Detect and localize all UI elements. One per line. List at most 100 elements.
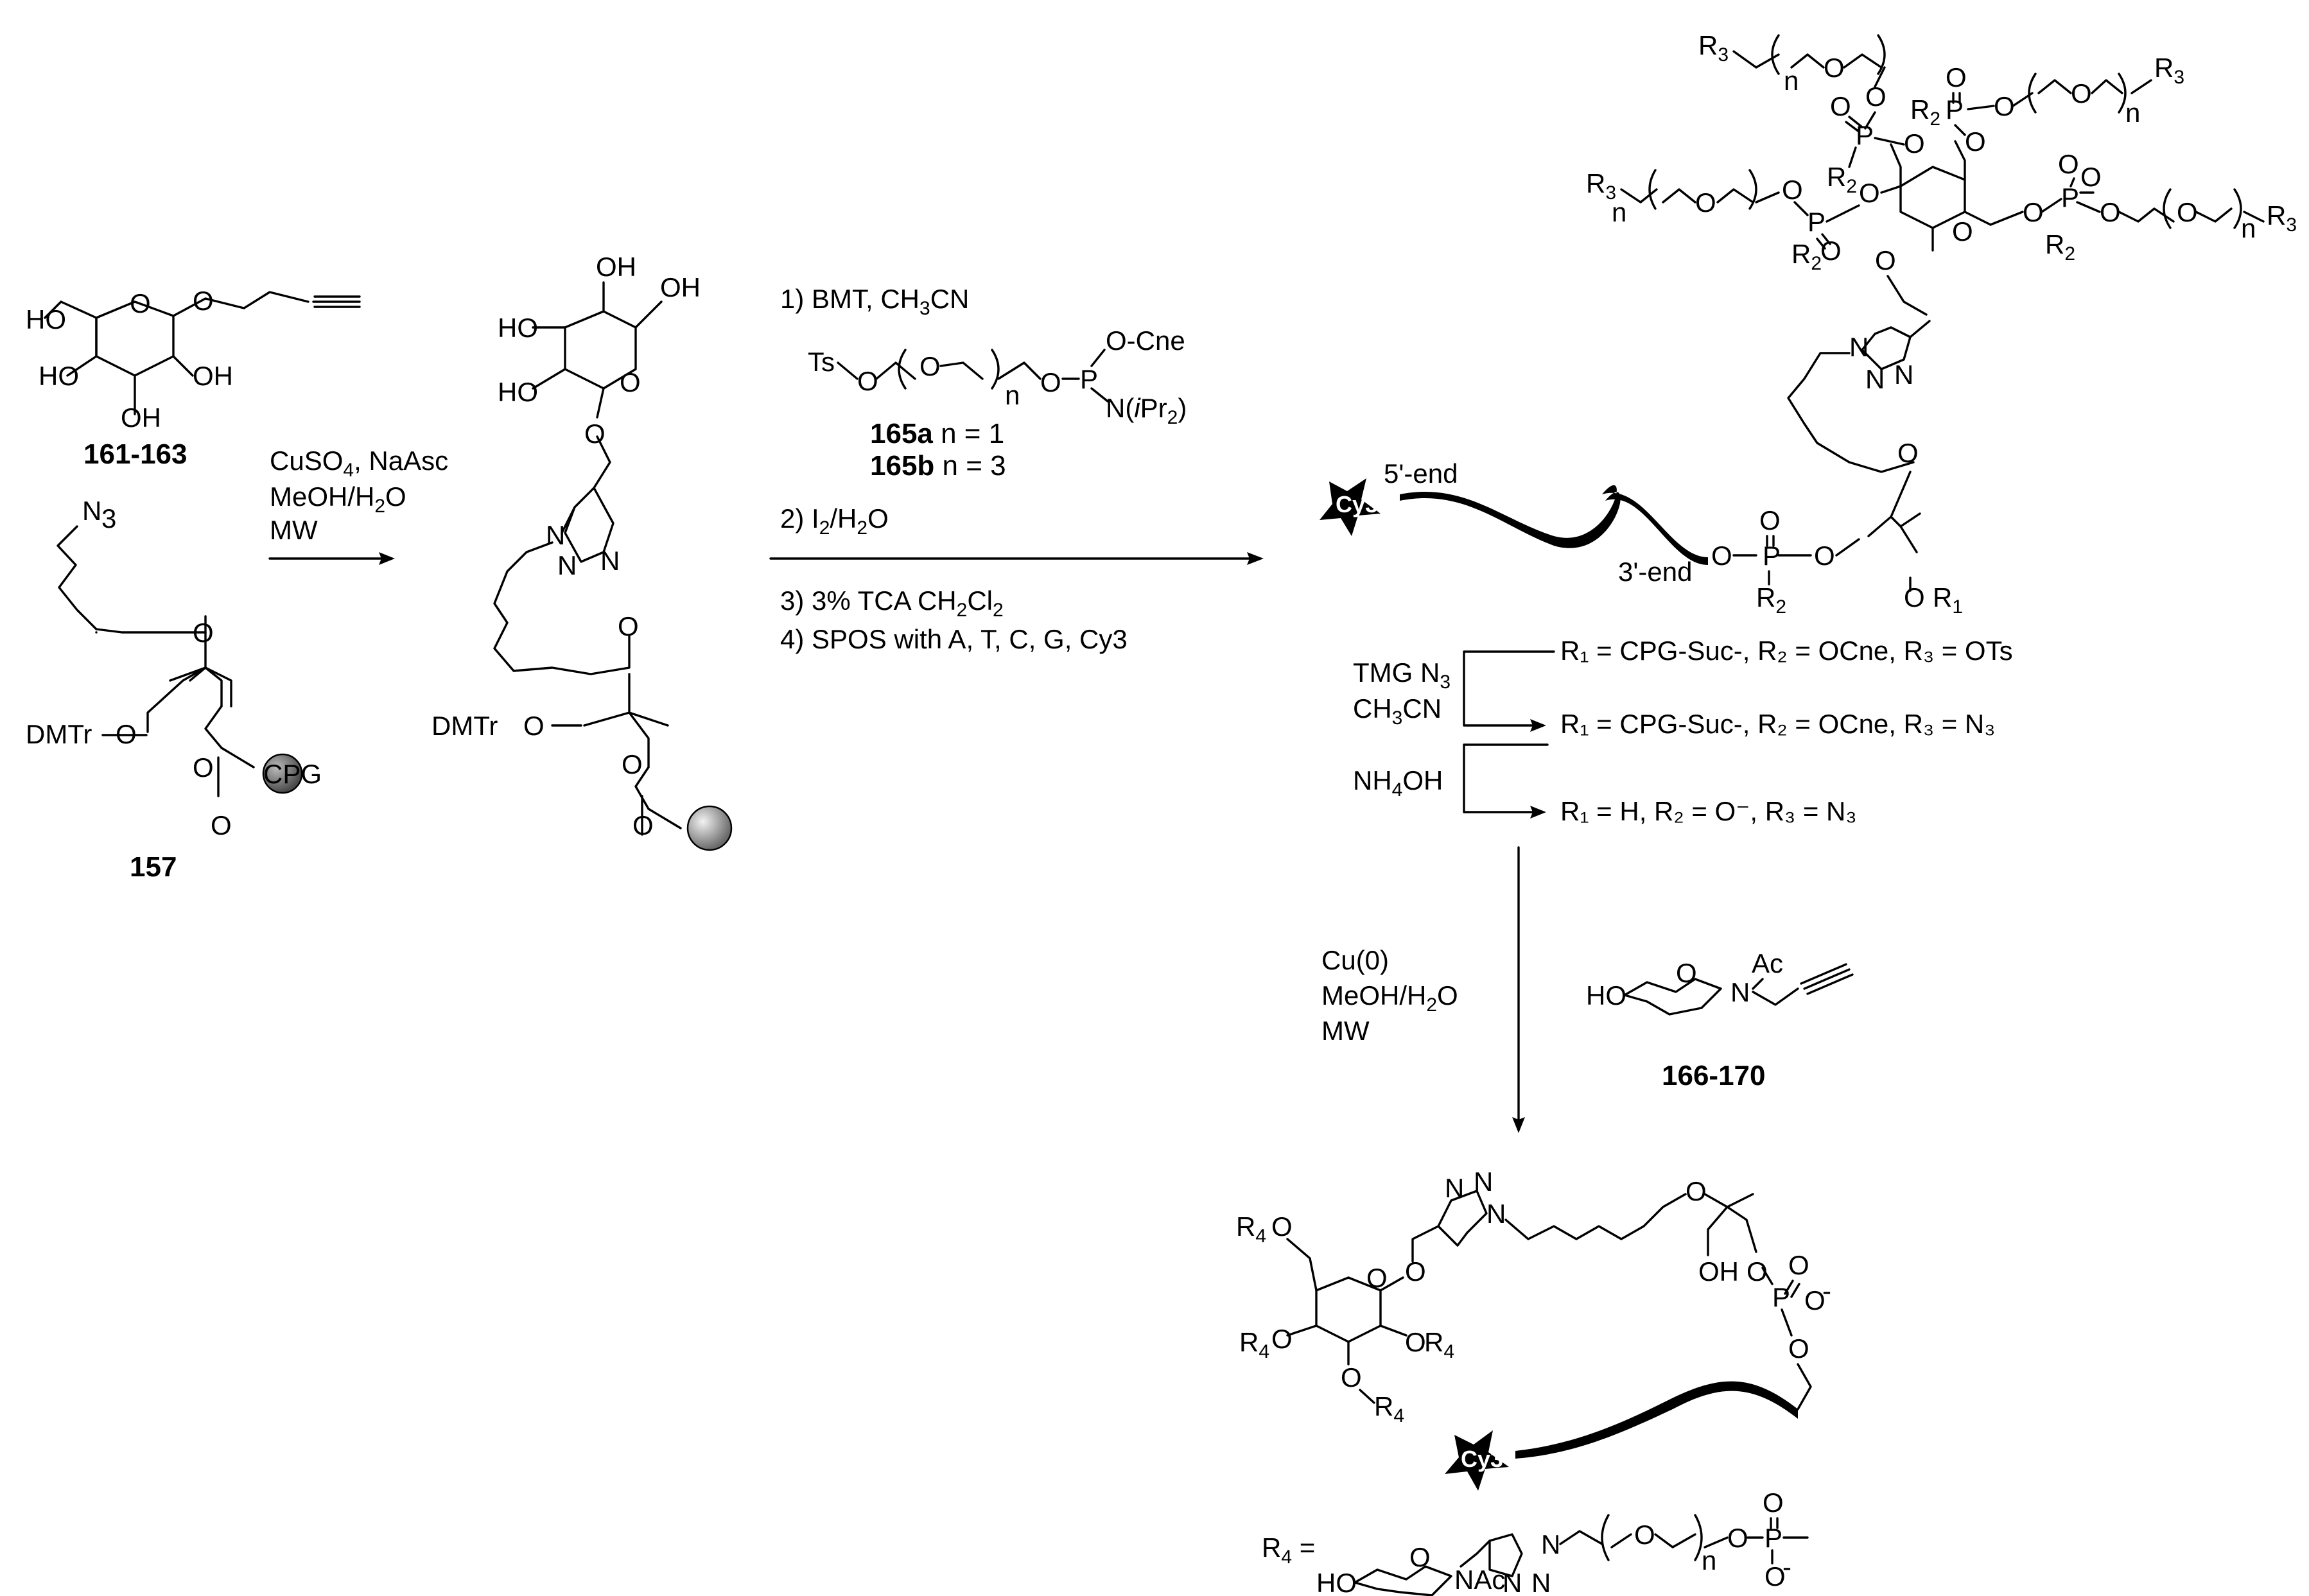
svg-text:O: O <box>1727 1523 1748 1553</box>
deprotection-steps: TMG N3 CH3CN R₁ = CPG-Suc-, R₂ = OCne, R… <box>1321 636 2013 1133</box>
svg-text:-: - <box>1782 1552 1791 1582</box>
dmtr-label: DMTr <box>26 719 92 749</box>
svg-text:1) BMT, CH3CN: 1) BMT, CH3CN <box>780 284 969 319</box>
svg-text:O-Cne: O-Cne <box>1106 325 1185 356</box>
svg-text:O: O <box>1814 541 1835 571</box>
svg-text:R4 =: R4 = <box>1262 1532 1315 1568</box>
svg-text:n: n <box>1702 1545 1716 1575</box>
svg-text:n: n <box>2125 98 2140 128</box>
svg-text:O: O <box>1271 1324 1293 1354</box>
svg-text:CH3CN: CH3CN <box>1353 693 1442 729</box>
azide-label: N <box>82 496 101 526</box>
svg-text:R3: R3 <box>2154 53 2184 88</box>
svg-text:O: O <box>1994 91 2015 121</box>
svg-text:N: N <box>1486 1199 1506 1229</box>
triazole-n-label: N <box>1865 364 1885 394</box>
product-oligo-conjugate: R3 n O O P O O R2 R2 P O O O O n R3 <box>1320 30 2297 618</box>
step1-conditions: CuSO4, NaAsc MeOH/H2O MW <box>268 446 448 565</box>
svg-text:2) I2/H2O: 2) I2/H2O <box>780 503 889 539</box>
svg-text:R2: R2 <box>1910 94 1940 130</box>
svg-text:n: n <box>1005 380 1020 410</box>
ether-oxygen-label: O <box>193 618 214 648</box>
svg-text:O: O <box>1904 582 1925 612</box>
compound-number-157: 157 <box>130 851 177 883</box>
svg-text:O: O <box>1763 1488 1784 1518</box>
svg-text:O: O <box>1759 505 1781 535</box>
triazole-n-label: N <box>557 550 577 580</box>
compound-161-163: HO O O HO OH OH 161-163 <box>26 286 361 470</box>
svg-text:P: P <box>1772 1282 1790 1312</box>
svg-text:MeOH/H2O: MeOH/H2O <box>1321 980 1458 1016</box>
svg-text:O: O <box>1405 1327 1426 1357</box>
svg-text:R4: R4 <box>1236 1211 1266 1247</box>
svg-text:O: O <box>2177 197 2198 227</box>
svg-text:O: O <box>1875 245 1896 275</box>
ring-oxygen-label: O <box>130 288 151 318</box>
svg-text:O: O <box>1040 367 1061 397</box>
ester-oxygen-label: O <box>622 749 643 779</box>
svg-text:P: P <box>1808 207 1825 237</box>
svg-text:165b n = 3: 165b n = 3 <box>870 450 1006 481</box>
svg-text:3) 3% TCA CH2Cl2: 3) 3% TCA CH2Cl2 <box>780 585 1004 621</box>
svg-text:O: O <box>1830 91 1851 121</box>
hydroxyl-label: OH <box>121 403 161 433</box>
hydroxyl-label: HO <box>498 377 538 407</box>
svg-text:Cu(0): Cu(0) <box>1321 945 1389 975</box>
svg-text:O: O <box>2100 197 2121 227</box>
svg-text:R4: R4 <box>1374 1391 1404 1427</box>
azide-subscript: 3 <box>101 503 116 533</box>
svg-text:P: P <box>1763 541 1781 571</box>
svg-text:O: O <box>2080 162 2102 192</box>
svg-text:O: O <box>1271 1211 1293 1242</box>
glycosidic-oxygen-label: O <box>193 286 214 316</box>
svg-text:HO: HO <box>1586 980 1626 1011</box>
svg-text:O: O <box>857 366 878 396</box>
hydroxyl-label: OH <box>660 272 701 302</box>
svg-text:R2: R2 <box>1827 162 1857 197</box>
final-product: R4 O O O N N N O OH O P O O - O R4 O O R… <box>1236 1167 1831 1491</box>
cy3-label: Cy3 <box>1461 1446 1503 1472</box>
svg-text:O: O <box>2058 149 2079 179</box>
hydroxyl-label: HO <box>39 361 79 391</box>
svg-text:R2: R2 <box>1756 582 1786 618</box>
svg-text:O: O <box>1676 958 1697 988</box>
svg-text:-: - <box>1822 1276 1831 1306</box>
svg-text:R3: R3 <box>1698 30 1729 65</box>
svg-text:O: O <box>1405 1256 1426 1287</box>
svg-text:O: O <box>1788 1250 1809 1280</box>
svg-text:O: O <box>919 351 941 381</box>
intermediate-triazole-cpg: OH OH HO HO O O N N N O DMTr O O O <box>431 252 733 851</box>
svg-text:N: N <box>1730 977 1750 1007</box>
svg-text:R3: R3 <box>1586 168 1616 204</box>
triazole-n-label: N <box>546 520 565 550</box>
svg-text:TMG N3: TMG N3 <box>1353 657 1451 693</box>
cy3-label: Cy3 <box>1336 491 1378 517</box>
svg-text:n: n <box>1784 65 1799 96</box>
svg-text:R4: R4 <box>1424 1327 1454 1362</box>
cy3-star-icon <box>1320 478 1381 536</box>
svg-text:CuSO4, NaAsc: CuSO4, NaAsc <box>270 446 448 481</box>
ether-oxygen-label: O <box>116 719 137 749</box>
step2-conditions: 1) BMT, CH3CN Ts O O n O P O-Cne N(iPr2)… <box>769 284 1264 654</box>
hydroxyl-label: OH <box>193 361 233 391</box>
svg-text:O: O <box>1695 187 1716 218</box>
svg-text:P: P <box>1946 94 1964 125</box>
cpg-bead-icon <box>686 805 733 851</box>
svg-text:O: O <box>2023 197 2044 227</box>
svg-text:O: O <box>1904 128 1925 159</box>
svg-text:R1: R1 <box>1933 582 1963 618</box>
svg-text:N: N <box>1541 1529 1560 1559</box>
result-line-2: R₁ = CPG-Suc-, R₂ = OCne, R₃ = N₃ <box>1560 709 1995 739</box>
cpg-bead-icon <box>262 753 303 794</box>
hydroxyl-label: HO <box>26 304 66 334</box>
ether-oxygen-label: O <box>523 711 545 741</box>
svg-text:NH4OH: NH4OH <box>1353 765 1443 801</box>
glycosidic-oxygen-label: O <box>584 419 606 449</box>
svg-text:R2: R2 <box>1791 239 1822 274</box>
svg-text:MeOH/H2O: MeOH/H2O <box>270 481 406 517</box>
svg-text:O: O <box>1865 82 1886 112</box>
triazole-n-label: N <box>600 546 620 576</box>
svg-text:O: O <box>1946 62 1967 92</box>
hydroxyl-label: HO <box>498 313 538 343</box>
